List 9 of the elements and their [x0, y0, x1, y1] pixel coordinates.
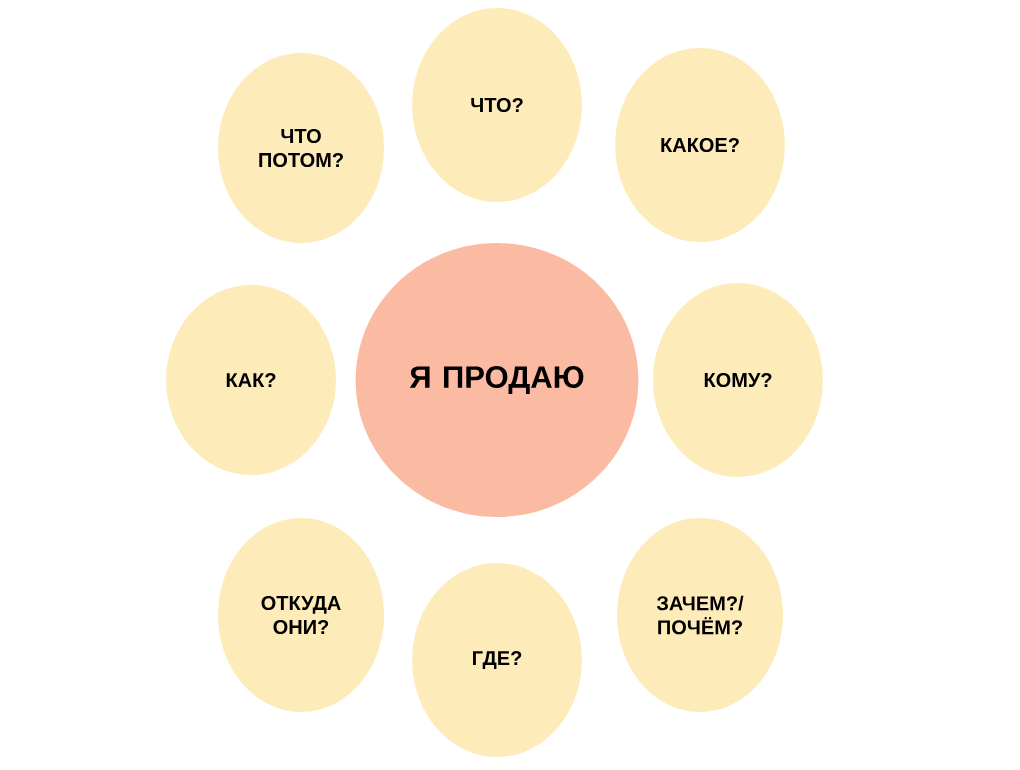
question-oval: ЧТО ПОТОМ? — [218, 53, 384, 243]
question-oval: КАКОЕ? — [615, 48, 785, 242]
question-oval: КОМУ? — [653, 283, 823, 477]
question-oval: КАК? — [166, 285, 336, 475]
topic-oval: Я ПРОДАЮ — [355, 243, 639, 517]
question-oval: ЗАЧЕМ?/ ПОЧЁМ? — [617, 518, 783, 712]
question-oval: ОТКУДА ОНИ? — [218, 518, 384, 712]
question-oval: ЧТО? — [412, 8, 582, 202]
question-oval: ГДЕ? — [412, 563, 582, 757]
